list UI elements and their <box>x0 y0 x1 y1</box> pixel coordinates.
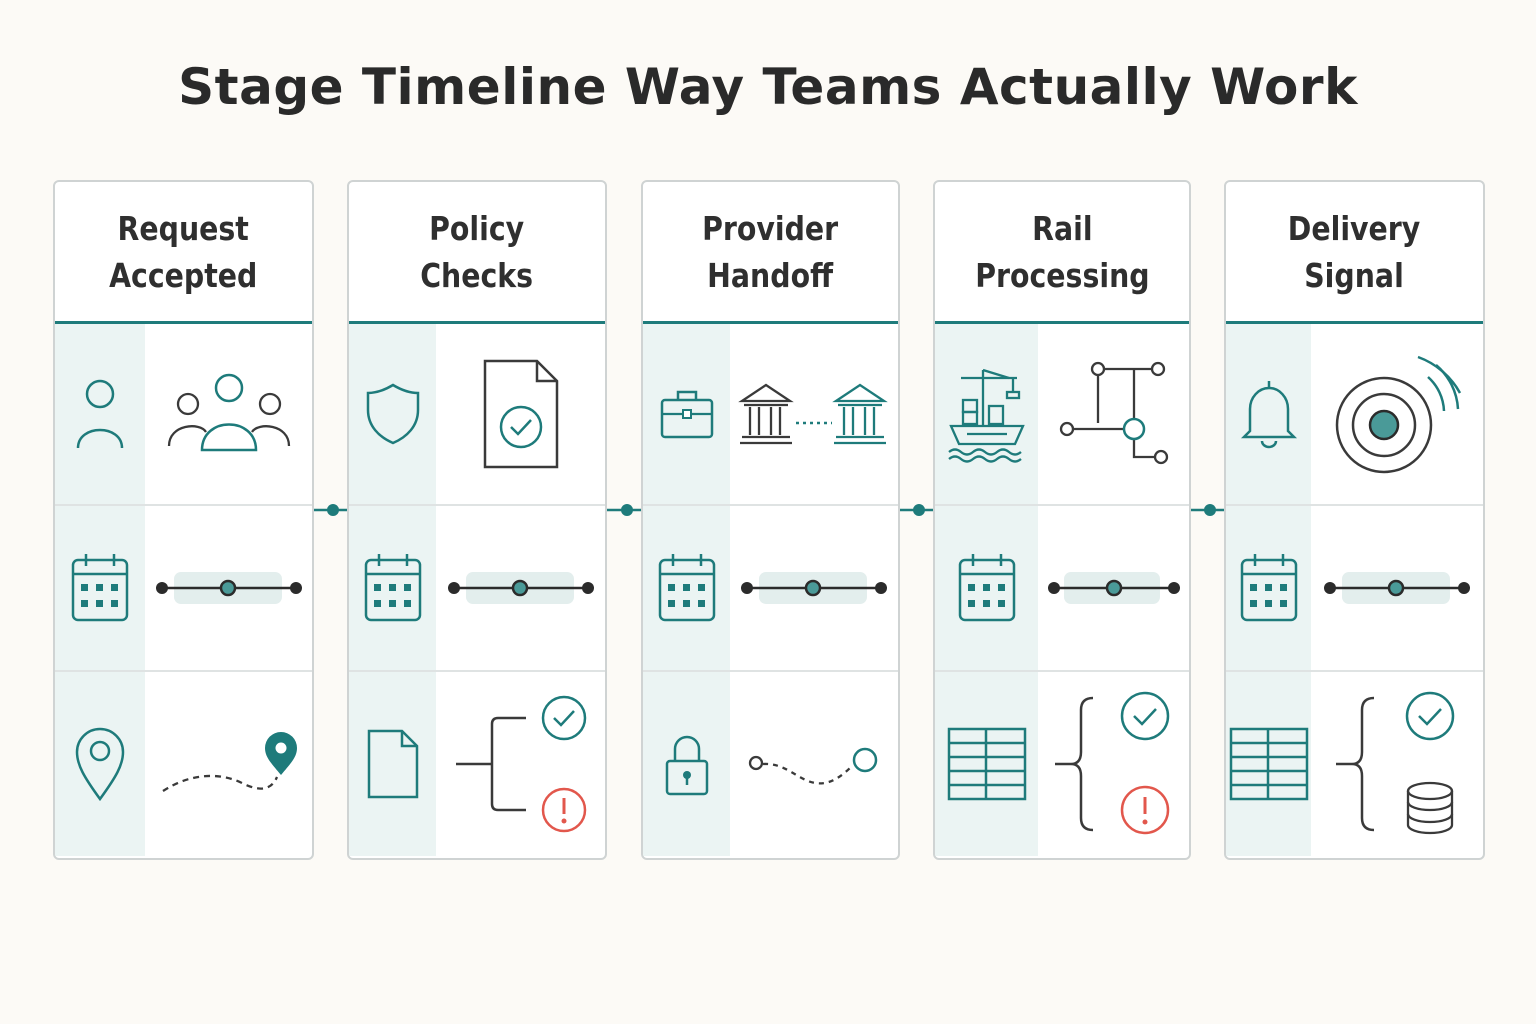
timeline-slider-icon <box>447 572 594 604</box>
stage-card-provider-handoff: Provider Handoff <box>641 180 900 860</box>
document-icon <box>367 729 418 799</box>
briefcase-icon <box>660 390 713 439</box>
stage-title: Request Accepted <box>109 208 258 295</box>
row-icon-cell <box>55 324 145 504</box>
page-title: Stage Timeline Way Teams Actually Work <box>178 58 1358 116</box>
timeline-slider-icon <box>741 572 887 604</box>
bracket-check-alert-icon <box>1054 691 1169 835</box>
calendar-icon <box>71 554 129 622</box>
timeline-slider-icon <box>1324 572 1470 604</box>
stage-card-rail-processing: Rail Processing <box>933 180 1191 860</box>
stage-header: Policy Checks <box>349 182 605 324</box>
stage-connector <box>1189 504 1227 516</box>
timeline-slider-icon <box>155 572 302 604</box>
team-icon <box>167 373 290 452</box>
calendar-icon <box>958 554 1015 622</box>
stage-card-request-accepted: Request Accepted <box>53 180 314 860</box>
bell-icon <box>1240 381 1297 449</box>
timeline-slider-icon <box>1047 572 1180 604</box>
route-path-icon <box>161 732 297 792</box>
stage-connector <box>898 504 936 516</box>
bank-transfer-icon <box>738 383 888 445</box>
stage-connector <box>312 504 350 516</box>
stage-header: Provider Handoff <box>643 182 898 324</box>
document-check-icon <box>483 359 558 469</box>
location-pin-icon <box>75 727 125 802</box>
network-nodes-icon <box>1059 361 1168 465</box>
stage-header: Delivery Signal <box>1226 182 1483 324</box>
stage-title: Policy Checks <box>420 208 534 295</box>
bracket-check-database-icon <box>1336 691 1455 835</box>
cargo-ship-icon <box>947 368 1025 463</box>
table-icon <box>1229 727 1308 801</box>
stage-card-policy-checks: Policy Checks <box>347 180 607 860</box>
dotted-path-icon <box>748 747 878 785</box>
lock-icon <box>665 735 708 796</box>
calendar-icon <box>1240 554 1297 622</box>
calendar-icon <box>364 554 421 622</box>
calendar-icon <box>658 554 715 622</box>
stage-title: Delivery Signal <box>1288 208 1421 295</box>
stage-card-delivery-signal: Delivery Signal <box>1224 180 1485 860</box>
stage-title: Rail Processing <box>974 208 1150 295</box>
stage-header: Request Accepted <box>55 182 312 324</box>
stage-connector <box>605 504 643 516</box>
table-icon <box>947 727 1026 801</box>
stage-header: Rail Processing <box>935 182 1189 324</box>
shield-icon <box>366 383 419 445</box>
stage-title: Provider Handoff <box>702 208 839 295</box>
branch-check-alert-icon <box>455 695 586 833</box>
signal-target-icon <box>1335 355 1462 474</box>
user-icon <box>76 379 124 449</box>
